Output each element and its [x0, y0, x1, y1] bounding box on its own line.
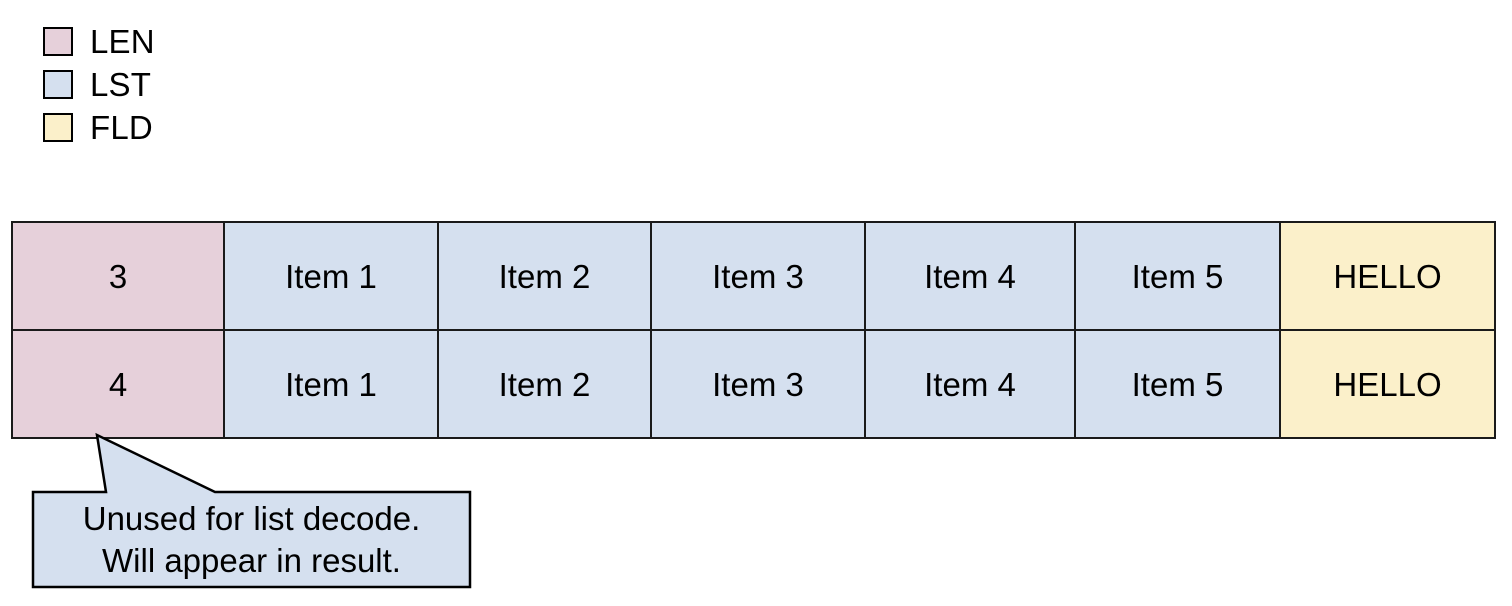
swatch-icon-lst	[43, 70, 73, 99]
callout-shape	[31, 432, 472, 589]
cell-lst-row1-item2: Item 2	[437, 329, 652, 439]
legend-item-len: LEN	[43, 20, 443, 63]
swatch-icon-len	[43, 27, 73, 56]
cell-lst-row1-item3: Item 3	[650, 329, 866, 439]
legend-label-fld: FLD	[90, 109, 153, 146]
cell-lst-row0-item2: Item 2	[437, 221, 652, 331]
cell-len-row0: 3	[11, 221, 225, 331]
callout-bubble-path	[31, 432, 472, 589]
cell-lst-row0-item1: Item 1	[223, 221, 439, 331]
table-row: 4 Item 1 Item 2 Item 3 Item 4 Item 5 HEL…	[11, 329, 1496, 439]
swatch-icon-fld	[43, 113, 73, 142]
cell-fld-row0: HELLO	[1279, 221, 1496, 331]
frame-layout-table: 3 Item 1 Item 2 Item 3 Item 4 Item 5 HEL…	[11, 221, 1496, 439]
cell-lst-row1-item5: Item 5	[1074, 329, 1281, 439]
legend-label-lst: LST	[90, 66, 152, 103]
cell-lst-row0-item5: Item 5	[1074, 221, 1281, 331]
legend-item-fld: FLD	[43, 106, 443, 149]
legend-label-len: LEN	[90, 23, 155, 60]
cell-lst-row0-item3: Item 3	[650, 221, 866, 331]
table-row: 3 Item 1 Item 2 Item 3 Item 4 Item 5 HEL…	[11, 221, 1496, 331]
cell-lst-row0-item4: Item 4	[864, 221, 1076, 331]
cell-len-row1: 4	[11, 329, 225, 439]
cell-lst-row1-item4: Item 4	[864, 329, 1076, 439]
cell-lst-row1-item1: Item 1	[223, 329, 439, 439]
legend-item-lst: LST	[43, 63, 443, 106]
cell-fld-row1: HELLO	[1279, 329, 1496, 439]
legend: LEN LST FLD	[43, 20, 443, 149]
